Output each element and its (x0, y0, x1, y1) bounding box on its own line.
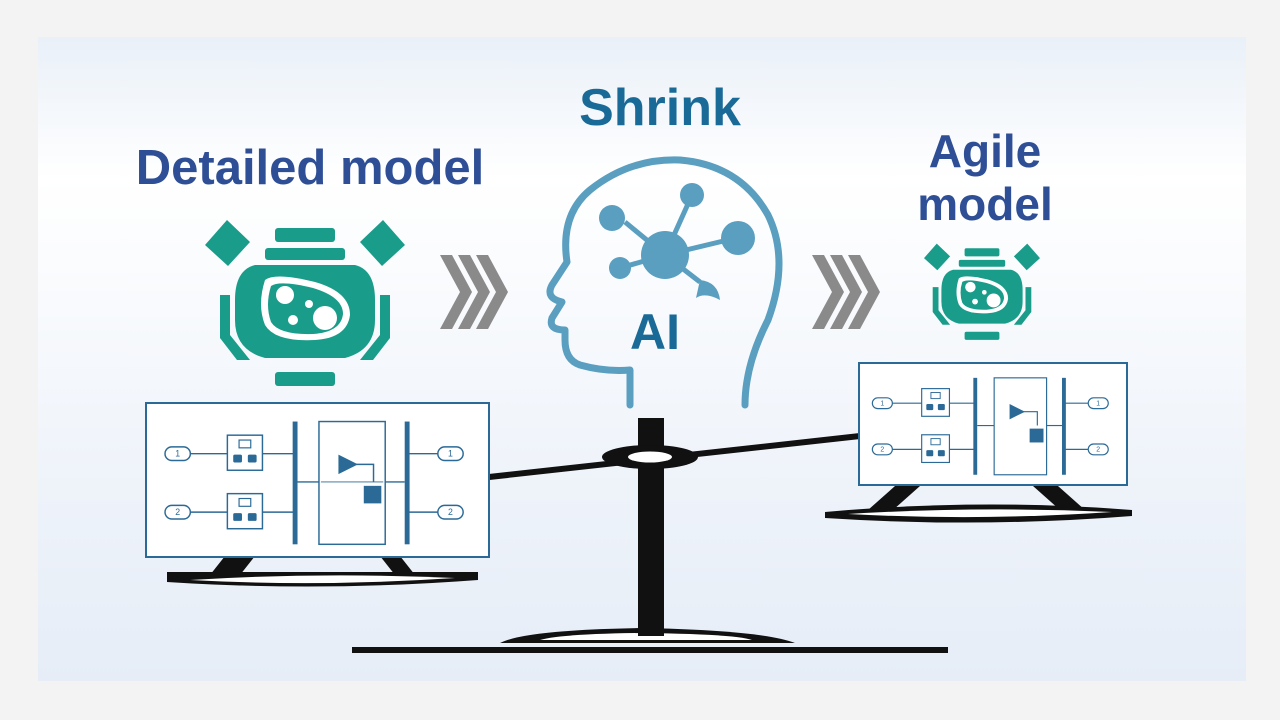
engine-icon (924, 243, 1040, 340)
ai-head-network-icon (546, 156, 783, 409)
detailed-model-diagram: 1 2 1 2 (145, 402, 490, 558)
outport-1-label: 1 (1096, 401, 1100, 408)
agile-line-1: Agile (928, 125, 1042, 177)
agile-model-title: Agile model (885, 125, 1085, 231)
triple-chevron-right-icon (440, 255, 508, 329)
outport-1-label: 1 (448, 449, 453, 459)
outport-2-label: 2 (1096, 447, 1100, 454)
detailed-model-title: Detailed model (135, 141, 485, 195)
inport-1-label: 1 (880, 401, 884, 408)
triple-chevron-right-icon (812, 255, 880, 329)
inport-2-label: 2 (880, 447, 884, 454)
balance-scale-icon (167, 418, 1132, 653)
shrink-title: Shrink (579, 79, 741, 137)
agile-model-diagram: 1 2 1 2 (858, 362, 1128, 486)
agile-line-2: model (917, 177, 1053, 230)
block-diagram-graphic: 1 2 1 2 (164, 420, 464, 546)
outport-2-label: 2 (448, 507, 453, 517)
inport-2-label: 2 (175, 507, 180, 517)
inport-1-label: 1 (175, 449, 180, 459)
engine-icon (205, 220, 405, 386)
ai-label: AI (630, 304, 680, 360)
block-diagram-graphic: 1 2 1 2 (871, 377, 1109, 476)
